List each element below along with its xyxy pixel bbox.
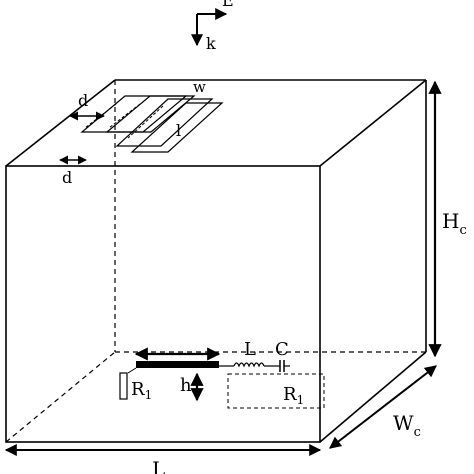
label-r1-right: R1 [283, 384, 304, 407]
label-wc: Wc [393, 411, 421, 440]
label-h: h [180, 375, 192, 396]
hidden-left-bottom-edge [5, 351, 116, 443]
r1-dashed-box [227, 373, 325, 409]
label-d-bottom: d [62, 168, 72, 187]
feed-circuit [119, 347, 325, 409]
label-d-top: d [78, 91, 88, 110]
label-l-cavity: L [152, 457, 165, 474]
slot-array [59, 95, 224, 165]
slot-2 [105, 95, 196, 133]
label-hc: Hc [442, 209, 467, 238]
label-k: k [206, 34, 216, 53]
wc-dimension-arrow [329, 365, 437, 449]
inductor-coil [233, 362, 265, 368]
r1-left-lead [127, 367, 137, 374]
front-face [5, 165, 321, 443]
r1-left-resistor [119, 372, 128, 400]
slot-dash-2 [108, 103, 141, 129]
slot-1 [80, 95, 188, 133]
microstrip-patch [136, 361, 219, 368]
label-inductor: L [244, 339, 256, 360]
top-right-edge [319, 79, 427, 167]
slot-4 [130, 102, 224, 153]
slot-3 [115, 98, 214, 147]
label-r1-left: R1 [131, 379, 152, 402]
label-w: w [193, 78, 206, 96]
cavity-box [5, 79, 427, 443]
label-capacitor: C [275, 339, 289, 360]
label-e: E [222, 0, 234, 10]
slot-dash-3 [127, 105, 164, 139]
field-direction-symbol: E k [191, 0, 234, 53]
label-l: l [176, 121, 181, 140]
top-left-edge [5, 79, 116, 167]
slot-dash-1 [84, 103, 117, 129]
